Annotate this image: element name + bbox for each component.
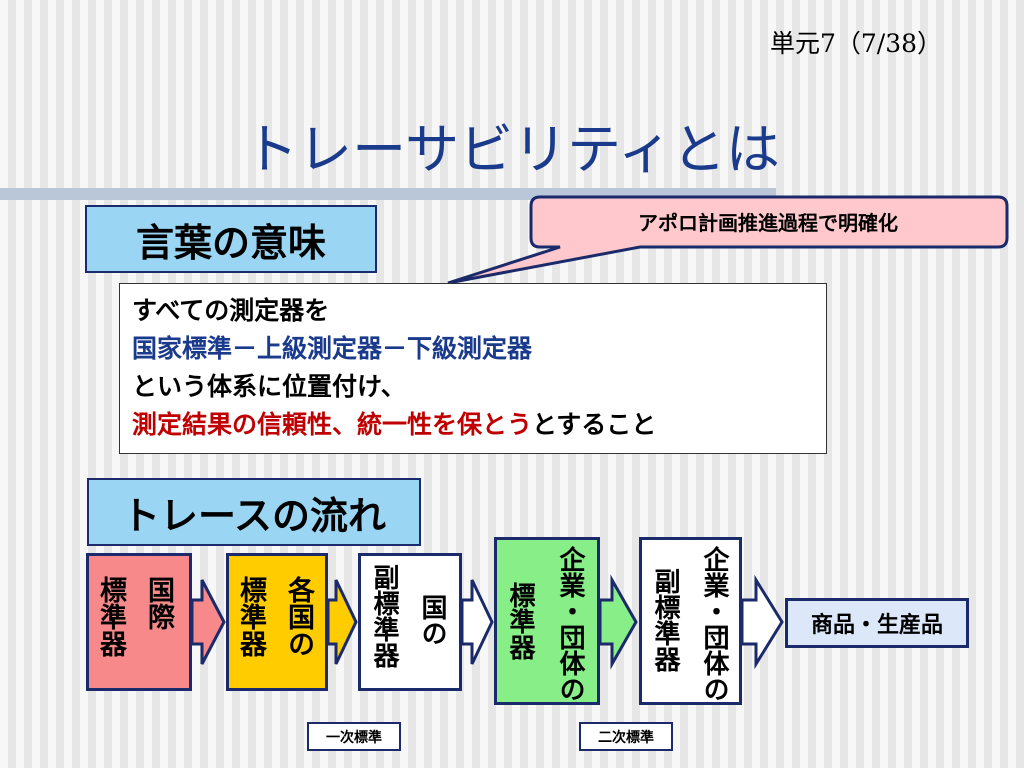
definition-highlight: 測定結果の信頼性、統一性を保とう — [132, 410, 533, 439]
definition-tail: とすること — [532, 410, 657, 439]
definition-box: すべての測定器を 国家標準－上級測定器－下級測定器 という体系に位置付け、 測定… — [119, 283, 827, 454]
flow-text: 副標準器 — [650, 568, 680, 672]
tag-secondary-standard: 二次標準 — [579, 722, 673, 751]
arrow-4 — [598, 574, 638, 670]
flow-text: 標準器 — [95, 576, 126, 657]
callout-text: アポロ計画推進過程で明確化 — [638, 211, 898, 235]
flow-box-national-sub-standard: 国の 副標準器 — [358, 553, 462, 691]
flow-box-products: 商品・生産品 — [785, 598, 969, 648]
flow-box-national-standard: 各国の 標準器 — [226, 553, 328, 691]
slide-number: 単元7（7/38） — [770, 29, 943, 58]
definition-line-3: という体系に位置付け、 — [132, 372, 406, 401]
flow-text: 企業・団体の — [555, 546, 585, 702]
flow-text: 標準器 — [235, 576, 266, 657]
arrow-1 — [190, 579, 226, 665]
flow-text: 標準器 — [505, 582, 535, 660]
section-heading-flow: トレースの流れ — [87, 478, 421, 546]
arrow-5 — [740, 574, 784, 670]
flow-arrows — [190, 574, 784, 670]
arrow-3 — [460, 579, 494, 665]
callout-bubble — [447, 195, 1009, 285]
tag-primary-standard: 一次標準 — [307, 722, 401, 751]
flow-box-international-standard: 国際 標準器 — [86, 553, 192, 691]
section-heading-meaning: 言葉の意味 — [85, 205, 377, 273]
flow-text: 副標準器 — [369, 564, 399, 668]
arrow-2 — [326, 579, 358, 665]
flow-box-corporate-sub-standard: 企業・団体の 副標準器 — [639, 537, 742, 705]
definition-line-1: すべての測定器を — [132, 296, 330, 325]
flow-text: 国際 — [143, 576, 174, 630]
flow-text: 企業・団体の — [699, 546, 729, 702]
definition-line-4: 測定結果の信頼性、統一性を保とうとすること — [132, 406, 814, 444]
flow-text: 国の — [417, 594, 447, 646]
flow-text: 各国の — [283, 576, 314, 657]
definition-line-2: 国家標準－上級測定器－下級測定器 — [132, 334, 533, 363]
flow-box-corporate-standard: 企業・団体の 標準器 — [494, 537, 600, 705]
slide-title: トレーサビリティとは — [244, 118, 780, 181]
